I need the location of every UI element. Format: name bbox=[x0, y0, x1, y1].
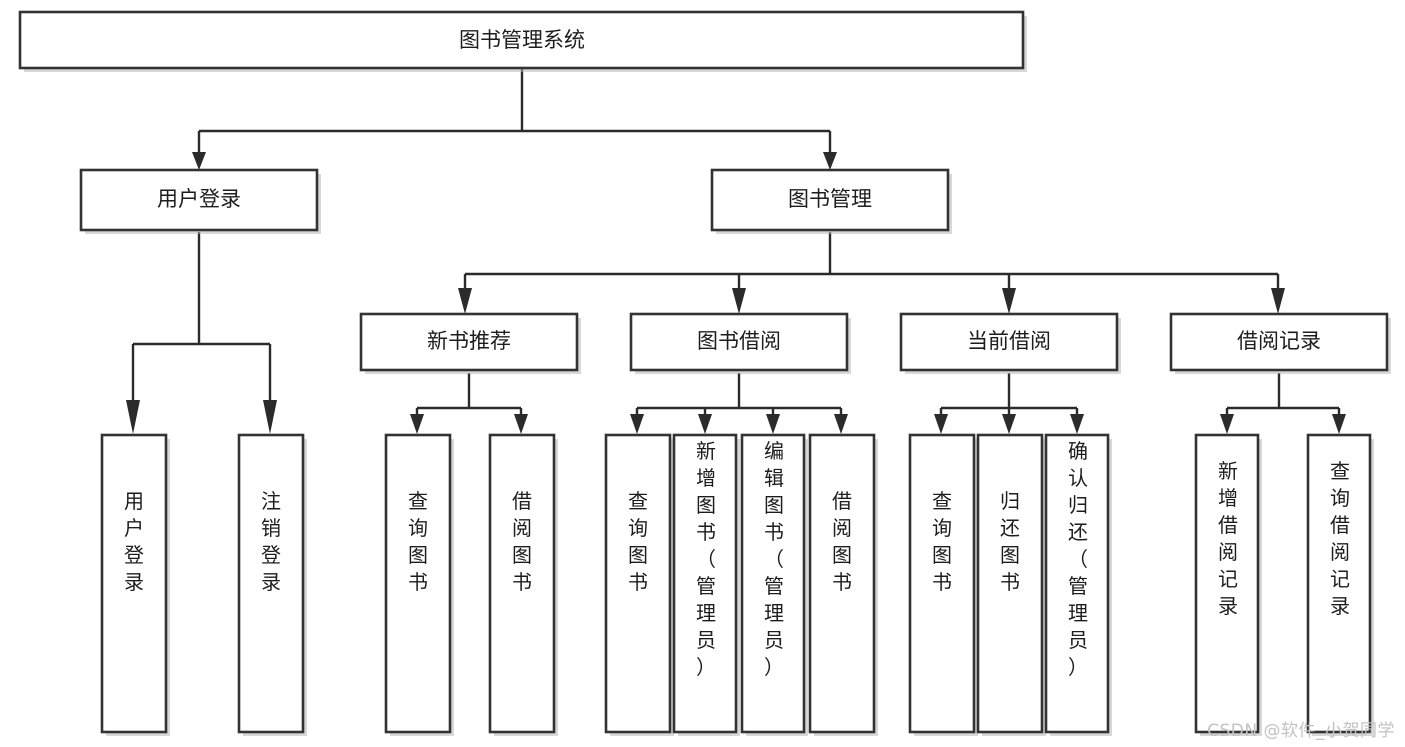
arrow-to-leaf-add-book bbox=[698, 414, 712, 434]
leaf-user-login-label: 用户登录 bbox=[124, 489, 144, 594]
borrow-record-box bbox=[1169, 312, 1389, 372]
leaf-add-book-label: 新增图书（管理员） bbox=[696, 439, 716, 679]
arrow-to-borrow-record bbox=[1271, 288, 1285, 314]
arrow-to-book-manage bbox=[823, 152, 837, 170]
node-leaf-return-book[interactable]: 归还图书 bbox=[976, 433, 1046, 736]
leaf-return-book-label: 归还图书 bbox=[1000, 489, 1020, 594]
leaf-query-book-1-box bbox=[384, 433, 452, 734]
node-leaf-query-book-3[interactable]: 查询图书 bbox=[908, 433, 978, 736]
node-leaf-user-login[interactable]: 用户登录 bbox=[100, 433, 170, 736]
arrow-to-leaf-query-record bbox=[1332, 414, 1346, 434]
node-borrow-record[interactable]: 借阅记录 bbox=[1169, 312, 1391, 374]
node-book-manage[interactable]: 图书管理 bbox=[710, 168, 952, 234]
root-box bbox=[18, 10, 1025, 70]
arrow-to-leaf-query-book-1 bbox=[410, 414, 424, 434]
arrow-to-book-borrow bbox=[732, 288, 746, 314]
arrow-to-leaf-add-record bbox=[1220, 414, 1234, 434]
node-leaf-add-record[interactable]: 新增借阅记录 bbox=[1194, 433, 1262, 736]
leaf-user-login-box bbox=[100, 433, 168, 734]
arrow-to-leaf-user-login bbox=[126, 400, 140, 434]
new-book-recommend-box bbox=[359, 312, 579, 372]
leaf-return-book-box bbox=[976, 433, 1044, 734]
arrow-to-leaf-edit-book bbox=[766, 414, 780, 434]
node-leaf-confirm-return[interactable]: 确认归还（管理员） bbox=[1044, 433, 1112, 736]
node-user-login[interactable]: 用户登录 bbox=[79, 168, 321, 234]
leaf-edit-book-label: 编辑图书（管理员） bbox=[764, 439, 784, 679]
node-leaf-query-book-2[interactable]: 查询图书 bbox=[604, 433, 674, 736]
leaf-borrow-book-2-box bbox=[808, 433, 876, 734]
node-leaf-logout-login[interactable]: 注销登录 bbox=[237, 433, 307, 736]
arrow-to-leaf-borrow-book-1 bbox=[514, 414, 528, 434]
user-login-label: 用户登录 bbox=[157, 187, 241, 211]
leaf-add-record-label: 新增借阅记录 bbox=[1218, 459, 1238, 618]
arrow-to-leaf-query-book-2 bbox=[630, 414, 644, 434]
book-borrow-box bbox=[629, 312, 849, 372]
root-label: 图书管理系统 bbox=[459, 28, 585, 52]
user-login-box bbox=[79, 168, 319, 232]
node-leaf-edit-book[interactable]: 编辑图书（管理员） bbox=[740, 433, 808, 736]
arrow-to-leaf-borrow-book-2 bbox=[834, 414, 848, 434]
node-leaf-query-book-1[interactable]: 查询图书 bbox=[384, 433, 454, 736]
arrow-to-current-borrow bbox=[1002, 288, 1016, 314]
leaf-query-book-2-label: 查询图书 bbox=[628, 489, 648, 594]
leaf-borrow-book-1-box bbox=[488, 433, 556, 734]
node-book-borrow[interactable]: 图书借阅 bbox=[629, 312, 851, 374]
leaf-confirm-return-label: 确认归还（管理员） bbox=[1068, 439, 1088, 679]
leaf-query-book-1-label: 查询图书 bbox=[408, 489, 428, 594]
arrow-to-leaf-query-book-3 bbox=[934, 414, 948, 434]
node-current-borrow[interactable]: 当前借阅 bbox=[899, 312, 1121, 374]
leaf-add-book-box bbox=[672, 433, 738, 734]
book-manage-box bbox=[710, 168, 950, 232]
current-borrow-label: 当前借阅 bbox=[967, 329, 1051, 353]
leaf-query-book-2-box bbox=[604, 433, 672, 734]
node-root[interactable]: 图书管理系统 bbox=[18, 10, 1027, 72]
node-new-book-recommend[interactable]: 新书推荐 bbox=[359, 312, 581, 374]
node-leaf-add-book[interactable]: 新增图书（管理员） bbox=[672, 433, 740, 736]
connector-layer bbox=[126, 68, 1346, 434]
leaf-query-book-3-label: 查询图书 bbox=[932, 489, 952, 594]
arrow-to-leaf-return-book bbox=[1002, 414, 1016, 434]
node-leaf-borrow-book-1[interactable]: 借阅图书 bbox=[488, 433, 558, 736]
book-manage-label: 图书管理 bbox=[788, 187, 872, 211]
new-book-recommend-label: 新书推荐 bbox=[427, 329, 511, 353]
leaf-edit-book-box bbox=[740, 433, 806, 734]
leaf-confirm-return-box bbox=[1044, 433, 1110, 734]
arrow-to-new-book-recommend bbox=[458, 288, 472, 314]
leaf-logout-login-box bbox=[237, 433, 305, 734]
leaf-query-record-label: 查询借阅记录 bbox=[1330, 459, 1350, 618]
node-leaf-borrow-book-2[interactable]: 借阅图书 bbox=[808, 433, 878, 736]
arrow-to-user-login bbox=[192, 152, 206, 170]
leaf-query-book-3-box bbox=[908, 433, 976, 734]
node-leaf-query-record[interactable]: 查询借阅记录 bbox=[1306, 433, 1374, 736]
leaf-borrow-book-1-label: 借阅图书 bbox=[512, 489, 532, 594]
borrow-record-label: 借阅记录 bbox=[1237, 329, 1321, 353]
book-borrow-label: 图书借阅 bbox=[697, 329, 781, 353]
leaf-query-record-box bbox=[1306, 433, 1372, 734]
arrow-to-leaf-logout-login bbox=[263, 400, 277, 434]
current-borrow-box bbox=[899, 312, 1119, 372]
leaf-add-record-box bbox=[1194, 433, 1260, 734]
leaf-logout-login-label: 注销登录 bbox=[261, 489, 281, 594]
arrow-to-leaf-confirm-return bbox=[1070, 414, 1084, 434]
leaf-borrow-book-2-label: 借阅图书 bbox=[832, 489, 852, 594]
